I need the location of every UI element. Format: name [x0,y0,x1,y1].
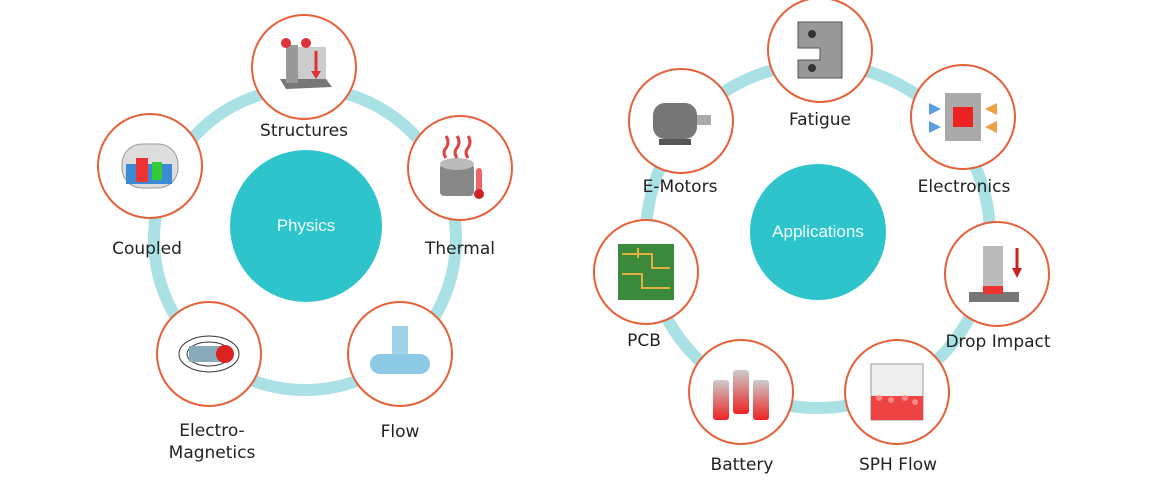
magnetics-text: Magnetics [168,443,256,463]
thermal-icon [440,135,484,199]
electro-text: Electro- [179,421,245,441]
flow-node [347,301,453,407]
sph-flow-icon [870,363,924,421]
electronics-node [910,64,1016,170]
structures-label: Structures [260,121,348,141]
sph-flow-label: SPH Flow [858,455,938,475]
fatigue-icon [797,21,843,79]
fatigue-label: Fatigue [788,110,852,130]
electromagnetics-icon [178,335,240,373]
pcb-label: PCB [627,331,661,351]
battery-node [688,339,794,445]
e-motors-node [628,68,734,174]
pcb-icon [618,244,674,300]
flow-icon [370,326,430,374]
battery-icon [713,370,769,420]
structures-node [251,14,357,120]
fatigue-node [767,0,873,103]
e-motors-label: E-Motors [642,177,718,197]
flow-label: Flow [380,422,420,442]
thermal-label: Thermal [424,239,496,259]
sph-flow-node [844,339,950,445]
e-motor-icon [653,103,711,145]
electromagnetics-node [156,301,262,407]
structures-icon [280,38,332,89]
coupled-icon [121,143,179,189]
thermal-node [407,115,513,221]
applications-hub-label: Applications [772,222,864,241]
coupled-node [97,113,203,219]
applications-hub: Applications [750,164,886,300]
battery-label: Battery [710,455,774,475]
electromagnetics-label: Electro-Magnetics [169,420,256,464]
drop-impact-node [944,221,1050,327]
coupled-label: Coupled [112,239,182,259]
electronics-label: Electronics [917,177,1011,197]
electronics-icon [929,93,997,141]
physics-hub: Physics [230,150,382,302]
pcb-node [593,219,699,325]
drop-impact-label: Drop Impact [945,332,1051,352]
drop-impact-icon [969,246,1022,302]
physics-hub-label: Physics [276,216,336,235]
